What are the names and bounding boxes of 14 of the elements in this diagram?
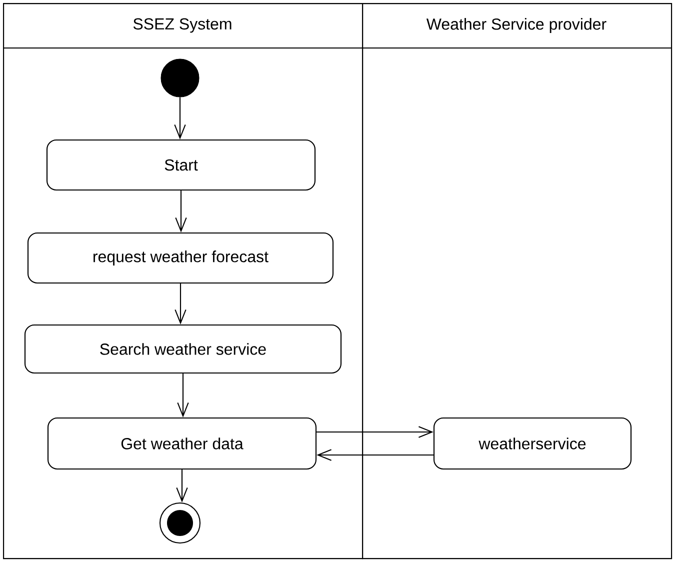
arrow	[175, 190, 187, 232]
action-box: Start	[46, 139, 316, 191]
action-box: Search weather service	[24, 324, 342, 374]
arrow	[177, 374, 189, 418]
final-node	[159, 502, 201, 544]
action-box: weatherservice	[433, 417, 632, 470]
arrow	[174, 97, 186, 140]
arrow	[176, 470, 188, 502]
action-box: request weather forecast	[27, 232, 334, 284]
arrow	[316, 449, 434, 461]
action-box: Get weather data	[47, 417, 317, 470]
initial-node	[160, 58, 200, 98]
arrow	[316, 426, 434, 438]
arrow	[174, 284, 186, 324]
